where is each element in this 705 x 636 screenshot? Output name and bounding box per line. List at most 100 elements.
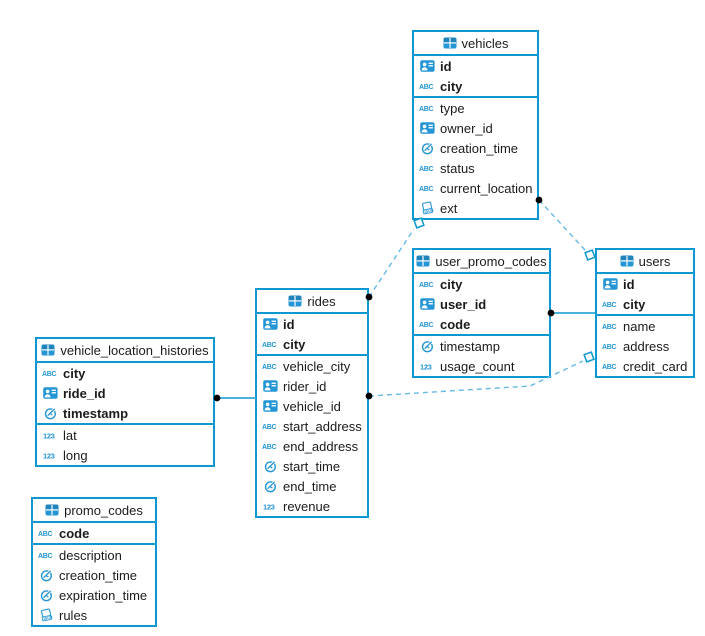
field-label: type <box>440 100 465 116</box>
field-row-description[interactable]: ABC description <box>33 545 155 565</box>
time-type-icon-box <box>38 569 55 582</box>
field-row-timestamp[interactable]: timestamp <box>37 403 213 423</box>
field-label: timestamp <box>440 338 500 354</box>
123-number-type-icon: 123 <box>43 451 55 460</box>
table-header-users[interactable]: users <box>597 250 693 274</box>
abc-text-type-icon: ABC <box>42 371 57 378</box>
table-promo_codes[interactable]: promo_codes ABC code ABC description cre… <box>31 497 157 627</box>
table-icon <box>45 504 59 516</box>
table-vehicle_location_histories[interactable]: vehicle_location_histories ABC city ride… <box>35 337 215 467</box>
field-row-timestamp[interactable]: timestamp <box>414 336 549 356</box>
table-header-user_promo_codes[interactable]: user_promo_codes <box>414 250 549 274</box>
field-row-long[interactable]: 123 long <box>37 445 213 465</box>
table-rides[interactable]: rides id ABC city ABC vehicle_city rider… <box>255 288 369 518</box>
field-row-code[interactable]: ABC code <box>33 523 155 543</box>
field-row-code[interactable]: ABC code <box>414 314 549 334</box>
table-header-promo_codes[interactable]: promo_codes <box>33 499 155 523</box>
field-row-id[interactable]: id <box>597 274 693 294</box>
field-row-creation_time[interactable]: creation_time <box>414 138 537 158</box>
field-label: address <box>623 338 670 354</box>
field-row-credit_card[interactable]: ABC credit_card <box>597 356 693 376</box>
field-label: id <box>623 276 635 292</box>
field-label: start_time <box>283 458 341 474</box>
svg-text:123: 123 <box>420 362 432 371</box>
svg-text:ABC: ABC <box>419 282 434 289</box>
svg-text:ABC: ABC <box>602 364 617 371</box>
json-type-icon-box: JSON <box>419 201 436 215</box>
field-label: name <box>623 318 656 334</box>
field-row-start_time[interactable]: start_time <box>257 456 367 476</box>
field-label: city <box>440 78 463 94</box>
time-type-icon-box <box>419 142 436 155</box>
field-row-creation_time[interactable]: creation_time <box>33 565 155 585</box>
field-label: long <box>63 447 88 463</box>
field-row-start_address[interactable]: ABC start_address <box>257 416 367 436</box>
field-row-end_time[interactable]: end_time <box>257 476 367 496</box>
field-row-user_id[interactable]: user_id <box>414 294 549 314</box>
field-label: end_time <box>283 478 337 494</box>
table-header-rides[interactable]: rides <box>257 290 367 314</box>
clock-timestamp-icon <box>421 142 434 154</box>
field-row-id[interactable]: id <box>257 314 367 334</box>
field-row-current_location[interactable]: ABC current_location <box>414 178 537 198</box>
field-label: owner_id <box>440 120 493 136</box>
id-type-icon-box <box>602 278 619 290</box>
id-type-icon-box <box>262 400 279 412</box>
svg-text:ABC: ABC <box>602 302 617 309</box>
field-row-city[interactable]: ABC city <box>597 294 693 314</box>
field-row-city[interactable]: ABC city <box>257 334 367 354</box>
field-row-city[interactable]: ABC city <box>414 76 537 96</box>
clock-timestamp-icon <box>421 340 434 352</box>
field-row-ride_id[interactable]: ride_id <box>37 383 213 403</box>
table-icon <box>620 255 634 267</box>
table-title: user_promo_codes <box>435 253 547 269</box>
table-header-vehicles[interactable]: vehicles <box>414 32 537 56</box>
field-row-rider_id[interactable]: rider_id <box>257 376 367 396</box>
table-icon-box <box>41 344 55 356</box>
svg-text:JSON: JSON <box>423 208 434 214</box>
field-row-ext[interactable]: JSON ext <box>414 198 537 218</box>
field-row-city[interactable]: ABC city <box>414 274 549 294</box>
field-row-city[interactable]: ABC city <box>37 363 213 383</box>
connection-line-rides-to-vehicles <box>368 228 415 298</box>
table-header-vehicle_location_histories[interactable]: vehicle_location_histories <box>37 339 213 363</box>
field-row-id[interactable]: id <box>414 56 537 76</box>
field-row-expiration_time[interactable]: expiration_time <box>33 585 155 605</box>
svg-text:ABC: ABC <box>419 84 434 91</box>
field-label: city <box>63 365 86 381</box>
field-row-owner_id[interactable]: owner_id <box>414 118 537 138</box>
field-label: rider_id <box>283 378 327 394</box>
field-row-status[interactable]: ABC status <box>414 158 537 178</box>
abc-text-type-icon: ABC <box>38 531 53 538</box>
text-type-icon-box: ABC <box>38 528 55 538</box>
table-user_promo_codes[interactable]: user_promo_codes ABC city user_id ABC co… <box>412 248 551 378</box>
svg-text:ABC: ABC <box>38 553 53 560</box>
field-label: city <box>283 336 306 352</box>
clock-timestamp-icon <box>264 460 277 472</box>
field-row-end_address[interactable]: ABC end_address <box>257 436 367 456</box>
field-label: vehicle_id <box>283 398 341 414</box>
connection-line-vehicles-to-users <box>538 199 586 251</box>
field-row-type[interactable]: ABC type <box>414 98 537 118</box>
time-type-icon-box <box>262 480 279 493</box>
field-row-name[interactable]: ABC name <box>597 316 693 336</box>
field-label: revenue <box>283 498 330 514</box>
table-users[interactable]: users id ABC city ABC name ABC address A… <box>595 248 695 378</box>
svg-text:ABC: ABC <box>419 322 434 329</box>
field-label: code <box>440 316 471 332</box>
field-row-address[interactable]: ABC address <box>597 336 693 356</box>
field-row-vehicle_city[interactable]: ABC vehicle_city <box>257 356 367 376</box>
field-row-usage_count[interactable]: 123 usage_count <box>414 356 549 376</box>
field-row-lat[interactable]: 123 lat <box>37 425 213 445</box>
field-row-rules[interactable]: JSON rules <box>33 605 155 625</box>
text-type-icon-box: ABC <box>602 341 619 351</box>
table-icon <box>288 295 302 307</box>
id-type-icon-box <box>42 387 59 399</box>
json-type-icon: JSON <box>422 201 434 215</box>
abc-text-type-icon: ABC <box>602 364 617 371</box>
field-row-vehicle_id[interactable]: vehicle_id <box>257 396 367 416</box>
table-vehicles[interactable]: vehicles id ABC city ABC type owner_id c… <box>412 30 539 220</box>
field-row-revenue[interactable]: 123 revenue <box>257 496 367 516</box>
id-card-icon <box>420 60 435 72</box>
